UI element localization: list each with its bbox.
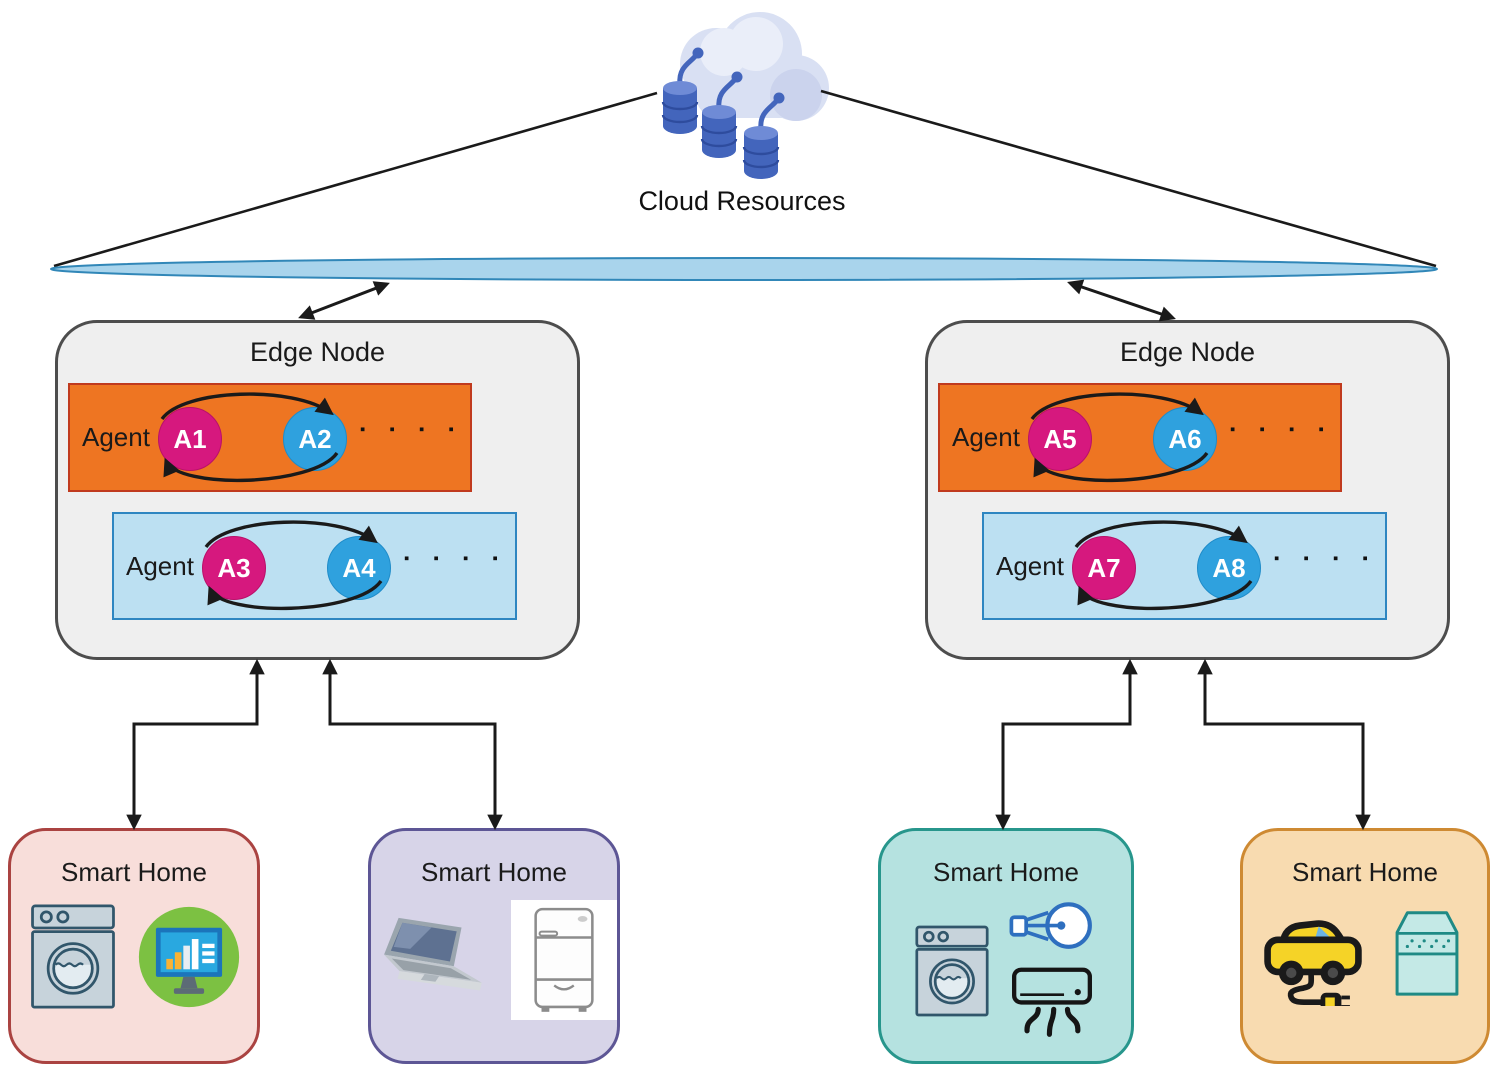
agent-circle-a1: A1 (158, 407, 222, 471)
cloud-link-left-line (53, 91, 658, 268)
washing-machine-icon (31, 904, 115, 1009)
agent-circle-a7: A7 (1072, 536, 1136, 600)
agent-row-label: Agent (952, 422, 1020, 452)
edge-home-connector-4 (1197, 658, 1371, 831)
smart-home-box-2: Smart Home (368, 828, 620, 1064)
cloud-resources: Cloud Resources (638, 0, 846, 220)
edge-home-connector-1 (126, 658, 265, 831)
ellipsis-dots: ▪ ▪ ▪ ▪ (404, 550, 508, 567)
agent-row-label: Agent (996, 550, 1064, 581)
agent-circle-a5: A5 (1028, 407, 1092, 471)
lens-edge-arrow-right (1067, 279, 1176, 322)
washing-machine-icon (915, 925, 989, 1017)
edge-node-title: Edge Node (249, 337, 386, 367)
smart-home-title: Smart Home (61, 857, 207, 887)
agent-row-label: Agent (126, 550, 194, 581)
agent-row-blue: Agent A3 A4 ▪ ▪ ▪ ▪ (112, 512, 517, 620)
edge-node-left: Edge Node Agent A1 A2 ▪ ▪ ▪ ▪ Agent A3 A… (55, 320, 580, 660)
cloud-link-right-line (820, 89, 1437, 268)
cloud-resources-label: Cloud Resources (638, 186, 846, 216)
agent-circle-a2: A2 (283, 407, 347, 471)
agent-row-blue: Agent A7 A8 ▪ ▪ ▪ ▪ (982, 512, 1387, 620)
agent-row-orange: Agent A5 A6 ▪ ▪ ▪ ▪ (938, 383, 1342, 492)
network-lens (50, 257, 1438, 281)
agent-circle-a8: A8 (1197, 536, 1261, 600)
smart-home-title: Smart Home (421, 857, 567, 887)
airflow-lines (1024, 1006, 1081, 1037)
agent-circle-a4: A4 (327, 536, 391, 600)
air-conditioner-icon (1012, 967, 1092, 1037)
smart-home-box-4: Smart Home (1240, 828, 1490, 1064)
lens-edge-arrow-left (298, 281, 390, 320)
cloud-shape (680, 12, 829, 121)
edge-node-title: Edge Node (1119, 337, 1256, 367)
ellipsis-dots: ▪ ▪ ▪ ▪ (1230, 421, 1334, 438)
edge-home-connector-2 (322, 658, 503, 831)
refrigerator-icon (534, 907, 594, 1012)
ellipsis-dots: ▪ ▪ ▪ ▪ (1274, 550, 1378, 567)
smart-home-title: Smart Home (933, 857, 1079, 887)
agent-row-label: Agent (82, 422, 150, 452)
smart-home-box-3: Smart Home (878, 828, 1134, 1064)
edge-node-right: Edge Node Agent A5 A6 ▪ ▪ ▪ ▪ Agent A7 A… (925, 320, 1450, 660)
monitor-dashboard-icon (138, 906, 240, 1007)
smart-home-box-1: Smart Home (8, 828, 260, 1064)
smart-home-title: Smart Home (1292, 857, 1438, 887)
database-cylinders (661, 81, 780, 179)
vent-dots (1405, 939, 1451, 949)
edge-home-connector-3 (995, 658, 1138, 831)
laptop-icon (384, 917, 482, 991)
cloud-database-icon (661, 12, 829, 179)
smart-bulb-icon (1009, 902, 1092, 949)
refrigerator-card (511, 900, 617, 1020)
agent-row-orange: Agent A1 A2 ▪ ▪ ▪ ▪ (68, 383, 472, 492)
agent-circle-a3: A3 (202, 536, 266, 600)
electric-car-icon (1264, 920, 1362, 1006)
db-connector-dots (692, 47, 785, 104)
dishwasher-icon (1395, 911, 1459, 996)
agent-circle-a6: A6 (1153, 407, 1217, 471)
ellipsis-dots: ▪ ▪ ▪ ▪ (360, 421, 464, 438)
